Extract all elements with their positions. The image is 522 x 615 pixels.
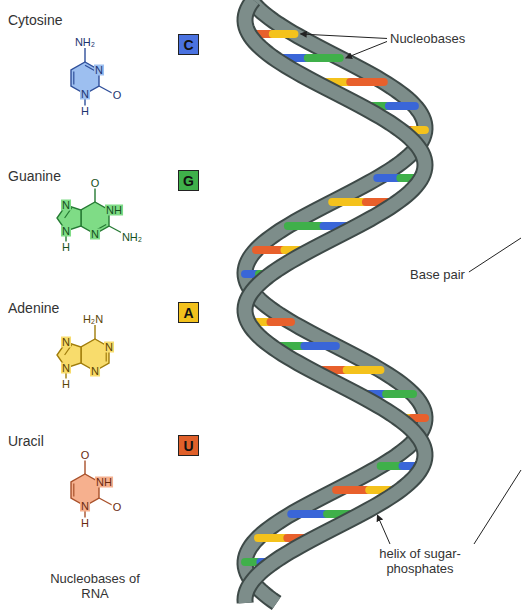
base-letter: U	[183, 439, 193, 453]
base-letter: A	[183, 306, 193, 320]
nucleobase-bar	[389, 102, 415, 110]
atom-label: O	[112, 502, 123, 513]
callout-label: Base pair	[410, 268, 465, 283]
nucleobase-bar	[336, 486, 367, 494]
bond	[94, 188, 95, 202]
atom-label: N	[61, 226, 71, 237]
back-strand	[245, 0, 425, 603]
atom-label: N	[61, 363, 71, 374]
double-bond	[73, 484, 74, 497]
bond	[84, 48, 85, 62]
nucleobase-structure	[71, 48, 112, 107]
atom-label: H	[61, 242, 71, 253]
callout-label: helix of sugar-phosphates	[360, 547, 480, 577]
nucleobase-bar	[377, 174, 398, 182]
back-strand-edge	[245, 0, 425, 603]
base-name: Uracil	[8, 433, 44, 449]
atom-label: N	[80, 89, 90, 100]
atom-label: O	[112, 90, 123, 101]
atom-label: N	[104, 342, 114, 353]
atom-label: N	[90, 366, 100, 377]
base-name: Cytosine	[8, 12, 62, 28]
nucleobase-bar	[386, 390, 413, 398]
nucleobase-bar	[304, 342, 335, 350]
caption-label: Nucleobases of RNA	[45, 572, 145, 602]
nucleobase-bar	[288, 222, 322, 230]
base-letter-box: A	[178, 302, 199, 323]
leader-line	[346, 41, 387, 58]
base-name: Adenine	[8, 300, 59, 316]
nucleobase-bar	[271, 318, 291, 326]
base-letter-box: G	[178, 170, 199, 191]
atom-label: NH	[95, 477, 113, 488]
atom-label: O	[80, 450, 91, 461]
nucleobase-bar	[347, 366, 381, 374]
nucleobase-structure	[71, 460, 112, 519]
nucleobase-bar	[350, 78, 384, 86]
front-strand-edge	[245, 0, 425, 603]
nucleobase-bar	[291, 510, 325, 518]
leader-line	[474, 470, 521, 544]
atom-label: N	[90, 229, 100, 240]
nucleobase-bar	[273, 30, 295, 38]
bond	[94, 325, 95, 339]
nucleobase-bar	[308, 54, 340, 62]
base-name: Guanine	[8, 168, 61, 184]
nucleobase-structure	[57, 188, 124, 243]
atom-label: NH₂	[121, 232, 143, 243]
nucleobase-structure	[57, 325, 109, 380]
bond	[84, 460, 85, 474]
atom-label: N	[61, 337, 71, 348]
leader-line	[377, 515, 390, 544]
atom-label: H	[61, 379, 71, 390]
base-letter: C	[183, 38, 193, 52]
leader-line	[469, 238, 521, 272]
atom-label: H	[80, 518, 90, 529]
front-strand	[245, 0, 425, 603]
nucleobase-bar	[332, 198, 364, 206]
atom-label: NH	[105, 205, 123, 216]
nucleobase-bar	[381, 462, 401, 470]
double-bond	[73, 72, 74, 85]
atom-label: O	[90, 178, 101, 189]
bond	[99, 86, 112, 93]
atom-label: H	[80, 106, 90, 117]
atom-label: N	[61, 200, 71, 211]
atom-label: N	[94, 65, 104, 76]
base-letter: G	[183, 174, 194, 188]
nucleobase-bar	[258, 534, 285, 542]
atom-label: N	[80, 501, 90, 512]
atom-label: NH₂	[74, 37, 96, 48]
nucleobase-bar	[256, 246, 282, 254]
base-letter-box: C	[178, 34, 199, 55]
leader-line	[300, 34, 387, 38]
callout-label: Nucleobases	[390, 32, 465, 47]
atom-label: H₂N	[82, 314, 104, 325]
bond	[99, 498, 112, 505]
base-letter-box: U	[178, 435, 199, 456]
